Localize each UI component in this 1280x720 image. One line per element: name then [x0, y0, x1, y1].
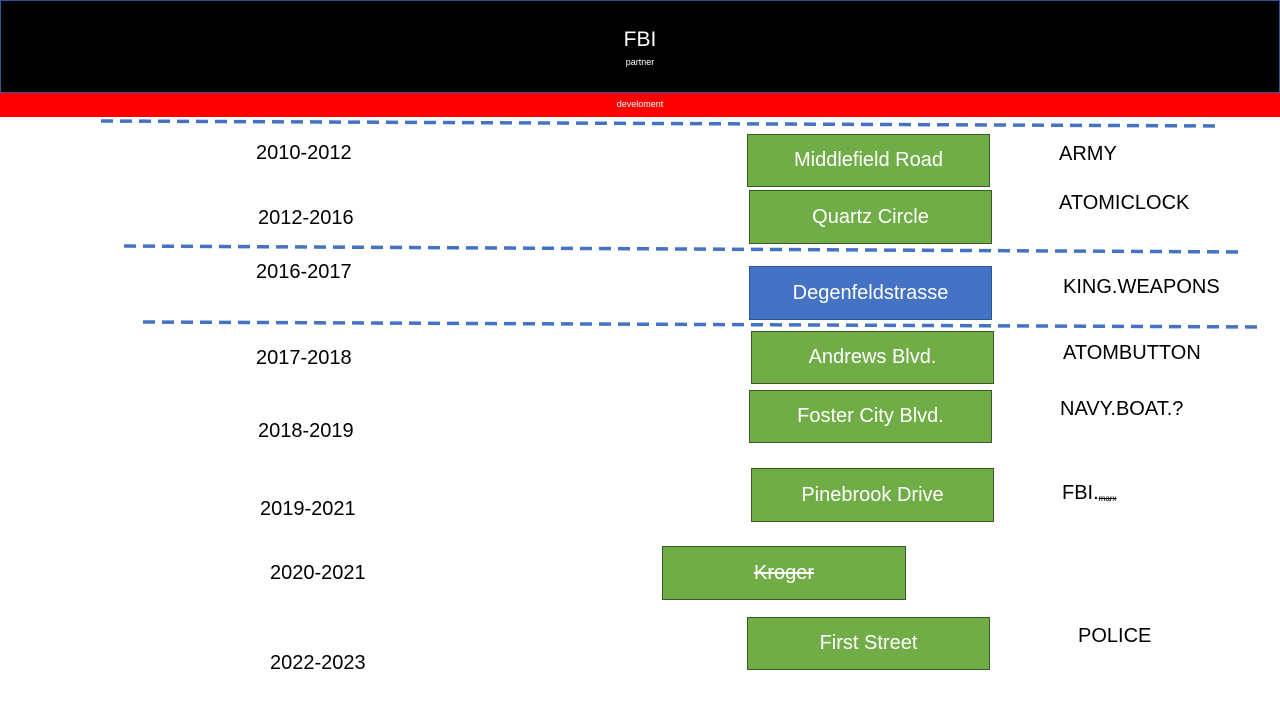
location-label: Foster City Blvd.: [797, 405, 944, 427]
header-subtitle: partner: [625, 57, 655, 67]
tag-label: POLICE: [1078, 625, 1152, 647]
year-label: 2022-2023: [270, 652, 366, 674]
location-label: Quartz Circle: [812, 205, 929, 228]
location-box-highlight: Degenfeldstrasse: [749, 266, 992, 320]
year-label: 2017-2018: [256, 347, 352, 369]
tag-text: FBI.: [1062, 482, 1099, 504]
header-title: FBI: [623, 28, 657, 51]
divider-line-1: [100, 119, 1223, 128]
location-label: Middlefield Road: [794, 149, 943, 171]
divider-line-3: [142, 320, 1265, 329]
tag-note-struck: marx: [1098, 494, 1117, 503]
year-label: 2010-2012: [256, 142, 352, 164]
tag-label: NAVY.BOAT.?: [1060, 398, 1184, 420]
location-box: Middlefield Road: [747, 134, 990, 187]
location-label: Pinebrook Drive: [801, 483, 944, 506]
year-label: 2019-2021: [260, 498, 356, 520]
location-box-struck: Kroger: [662, 546, 906, 600]
location-box: Quartz Circle: [749, 190, 992, 244]
location-box: Andrews Blvd.: [751, 331, 994, 384]
location-box: First Street: [747, 617, 990, 670]
location-label: Andrews Blvd.: [808, 346, 937, 368]
location-box: Foster City Blvd.: [749, 390, 992, 443]
year-label: 2018-2019: [258, 420, 354, 442]
location-box: Pinebrook Drive: [751, 468, 994, 522]
tag-label: ARMY: [1059, 143, 1117, 165]
year-label: 2020-2021: [270, 562, 366, 584]
header-bar: FBI partner: [0, 0, 1280, 93]
tag-label: ATOMICLOCK: [1059, 192, 1190, 214]
location-label: First Street: [819, 632, 918, 654]
year-label: 2012-2016: [258, 207, 354, 229]
location-label: Kroger: [753, 561, 815, 584]
location-label: Degenfeldstrasse: [792, 281, 949, 304]
tag-label: FBI.marx: [1062, 482, 1116, 505]
year-label: 2016-2017: [256, 261, 352, 283]
tag-label: ATOMBUTTON: [1063, 342, 1201, 364]
tag-label: KING.WEAPONS: [1063, 276, 1220, 298]
divider-line-2: [123, 244, 1246, 254]
development-band: develoment: [0, 93, 1280, 117]
